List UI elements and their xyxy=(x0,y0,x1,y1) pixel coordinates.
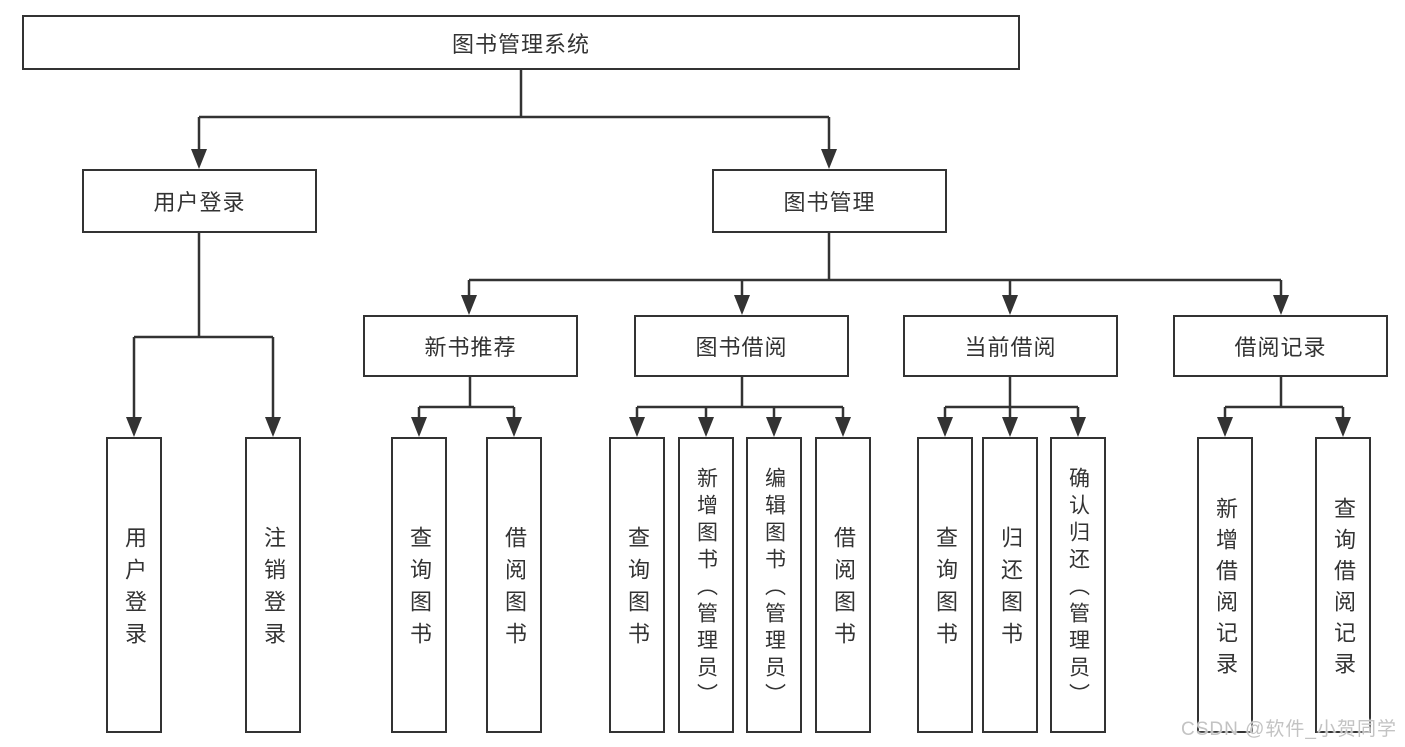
leaf-borrow-book-1: 借阅图书 xyxy=(486,437,542,733)
leaf-add-book-admin: 新增图书（管理员） xyxy=(678,437,734,733)
node-library-system: 图书管理系统 xyxy=(22,15,1020,70)
node-user-login: 用户登录 xyxy=(82,169,317,233)
leaf-add-borrow-record: 新增借阅记录 xyxy=(1197,437,1253,733)
node-book-borrow: 图书借阅 xyxy=(634,315,849,377)
leaf-confirm-return-admin: 确认归还（管理员） xyxy=(1050,437,1106,733)
node-new-book-recommend: 新书推荐 xyxy=(363,315,578,377)
leaf-user-login: 用户登录 xyxy=(106,437,162,733)
leaf-query-book-2: 查询图书 xyxy=(609,437,665,733)
leaf-query-book-1: 查询图书 xyxy=(391,437,447,733)
leaf-borrow-book-2: 借阅图书 xyxy=(815,437,871,733)
leaf-edit-book-admin: 编辑图书（管理员） xyxy=(746,437,802,733)
node-book-management: 图书管理 xyxy=(712,169,947,233)
node-current-borrow: 当前借阅 xyxy=(903,315,1118,377)
node-borrow-record: 借阅记录 xyxy=(1173,315,1388,377)
arrowhead-icons xyxy=(126,149,1351,437)
leaf-logout: 注销登录 xyxy=(245,437,301,733)
leaf-query-borrow-record: 查询借阅记录 xyxy=(1315,437,1371,733)
csdn-watermark: CSDN @软件_小贺同学 xyxy=(1181,719,1397,740)
leaf-query-book-3: 查询图书 xyxy=(917,437,973,733)
leaf-return-book: 归还图书 xyxy=(982,437,1038,733)
